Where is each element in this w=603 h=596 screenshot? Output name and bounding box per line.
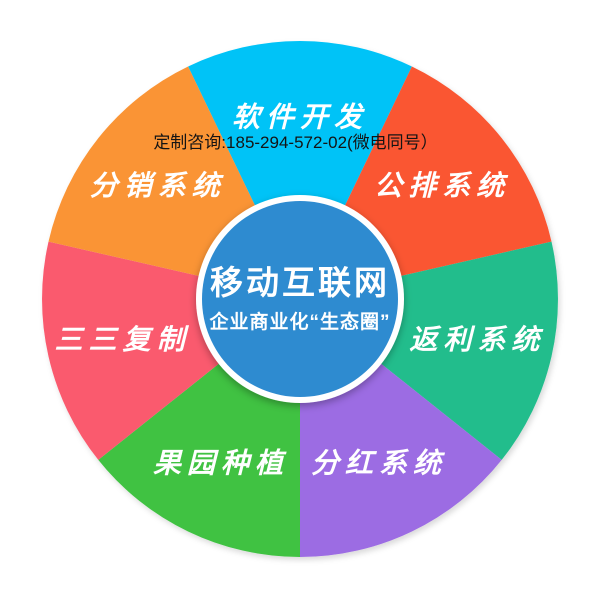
pie-wedge-1 [188, 40, 412, 299]
segment-label-2: 公排系统 [374, 170, 510, 201]
center-disc [202, 201, 398, 397]
segment-label-1: 软件开发 [232, 102, 368, 133]
segment-label-3: 返利系统 [409, 324, 545, 355]
center-hub [196, 195, 404, 403]
segment-label-5: 果园种植 [153, 448, 289, 479]
segment-label-7: 分销系统 [90, 170, 226, 201]
consult-contact-text: 定制咨询:185-294-572-02(微电同号） [153, 133, 438, 152]
segment-label-6: 三三复制 [55, 324, 191, 355]
segment-label-4: 分红系统 [311, 448, 447, 479]
